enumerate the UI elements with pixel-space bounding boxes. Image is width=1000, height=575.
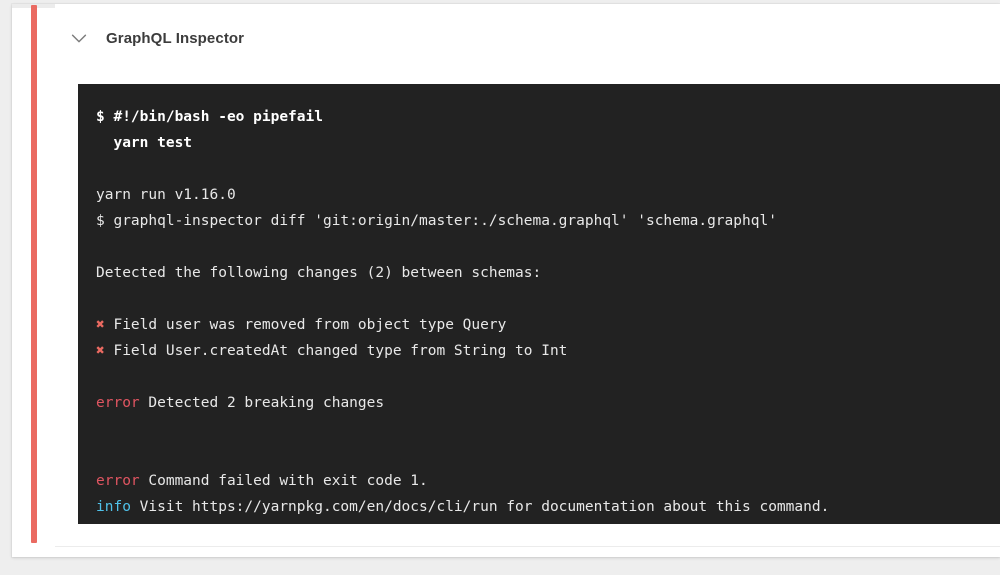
terminal-line	[96, 364, 1000, 390]
build-step-card: GraphQL Inspector $ #!/bin/bash -eo pipe…	[12, 4, 1000, 557]
terminal-line: Exited with code 1	[96, 520, 1000, 524]
terminal-line-text: Detected the following changes (2) betwe…	[96, 265, 542, 281]
cross-icon: ✖	[96, 317, 105, 333]
cross-icon: ✖	[96, 343, 105, 359]
terminal-command-text: yarn test	[96, 135, 193, 151]
terminal-line	[96, 286, 1000, 312]
terminal-command-text: $ #!/bin/bash -eo pipefail	[96, 109, 323, 125]
terminal-line	[96, 234, 1000, 260]
terminal-log-output[interactable]: $ #!/bin/bash -eo pipefail yarn test yar…	[78, 84, 1000, 524]
terminal-line: info Visit https://yarnpkg.com/en/docs/c…	[96, 494, 1000, 520]
terminal-line: yarn run v1.16.0	[96, 182, 1000, 208]
page-title: GraphQL Inspector	[106, 29, 245, 47]
terminal-line-text: Command failed with exit code 1.	[139, 473, 428, 489]
terminal-line-text: yarn run v1.16.0	[96, 187, 236, 203]
terminal-line	[96, 416, 1000, 442]
terminal-lines: $ #!/bin/bash -eo pipefail yarn test yar…	[96, 104, 1000, 524]
terminal-line: $ graphql-inspector diff 'git:origin/mas…	[96, 208, 1000, 234]
terminal-line: $ #!/bin/bash -eo pipefail	[96, 104, 1000, 130]
terminal-line: error Command failed with exit code 1.	[96, 468, 1000, 494]
terminal-line	[96, 442, 1000, 468]
terminal-line: ✖ Field user was removed from object typ…	[96, 312, 1000, 338]
terminal-error-tag: error	[96, 473, 140, 489]
terminal-info-tag: info	[96, 499, 131, 515]
terminal-line-text: Field User.createdAt changed type from S…	[104, 343, 568, 359]
terminal-line-text: Detected 2 breaking changes	[139, 395, 385, 411]
step-header-toggle[interactable]: GraphQL Inspector	[55, 4, 1000, 72]
terminal-line: ✖ Field User.createdAt changed type from…	[96, 338, 1000, 364]
step-status-bar-failed	[31, 5, 37, 543]
terminal-error-tag: error	[96, 395, 140, 411]
chevron-down-icon[interactable]	[68, 27, 90, 49]
card-bottom-divider	[55, 546, 1000, 547]
terminal-line	[96, 156, 1000, 182]
terminal-line: yarn test	[96, 130, 1000, 156]
terminal-line-text: Field user was removed from object type …	[104, 317, 507, 333]
terminal-line: error Detected 2 breaking changes	[96, 390, 1000, 416]
terminal-line-text: $ graphql-inspector diff 'git:origin/mas…	[96, 213, 777, 229]
terminal-line-text: Visit https://yarnpkg.com/en/docs/cli/ru…	[130, 499, 830, 515]
terminal-line: Detected the following changes (2) betwe…	[96, 260, 1000, 286]
